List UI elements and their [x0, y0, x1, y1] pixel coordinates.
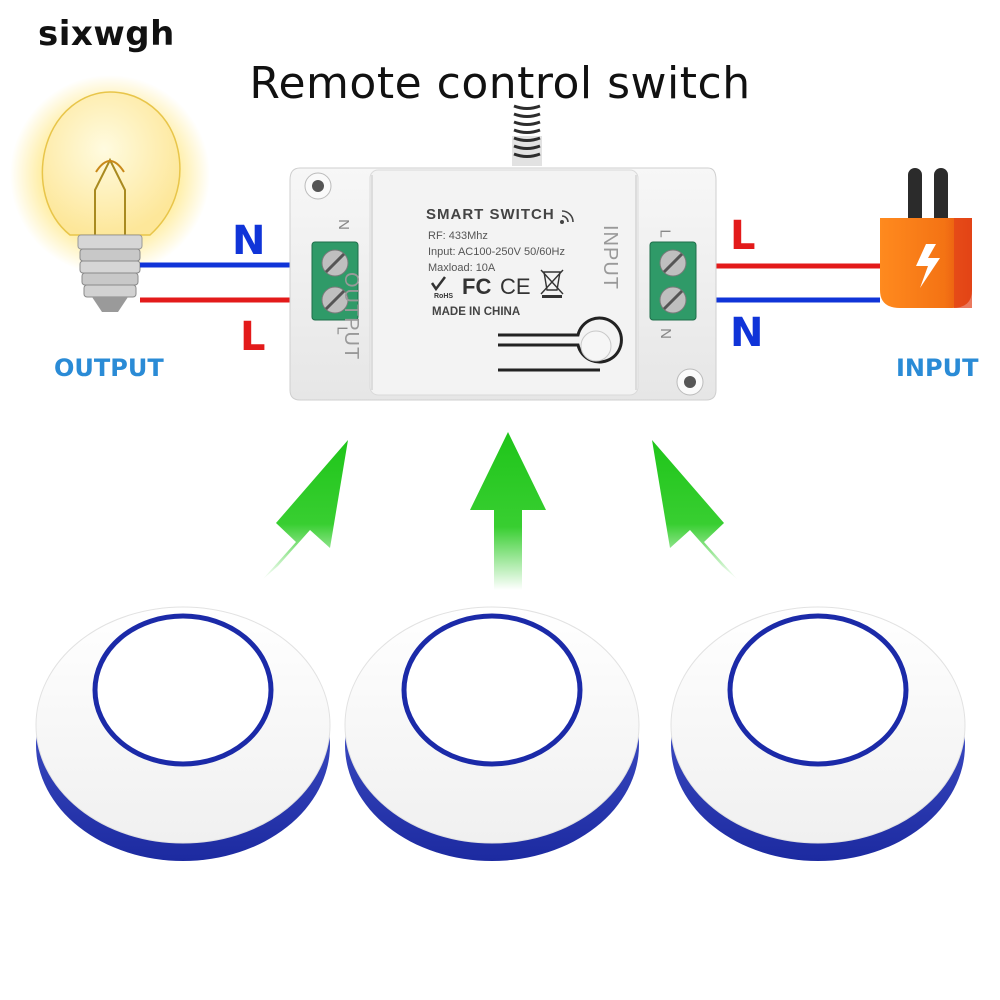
- relay-input-side-text: INPUT: [599, 225, 621, 290]
- relay-switch-body: [289, 167, 717, 401]
- wireless-remote-left: [35, 606, 331, 861]
- antenna-icon: [512, 104, 542, 166]
- relay-brand-text: SMART SWITCH: [426, 206, 555, 223]
- input-label: INPUT: [896, 354, 979, 382]
- rohs-mark: RoHS: [434, 293, 454, 300]
- output-label: OUTPUT: [54, 354, 164, 382]
- relay-made-in: MADE IN CHINA: [432, 306, 521, 318]
- wifi-signal-icon: [560, 210, 574, 224]
- relay-spec-load: Maxload: 10A: [428, 262, 496, 274]
- right-wire-top-label: L: [730, 213, 756, 259]
- brand-logo: sixwgh: [38, 14, 175, 54]
- ce-mark: CE: [500, 274, 531, 299]
- left-wire-top-label: N: [232, 218, 266, 264]
- left-wire-bottom-label: L: [240, 314, 266, 360]
- terminal-left-top: N: [334, 219, 352, 230]
- signal-arrow-left: [262, 440, 348, 580]
- terminal-left-bottom: L: [333, 326, 351, 335]
- certification-marks: [430, 269, 564, 298]
- wireless-remote-center: [344, 606, 640, 861]
- fc-mark: FC: [462, 274, 492, 299]
- light-bulb-icon: [10, 75, 210, 312]
- signal-arrow-center: [470, 432, 546, 590]
- signal-arrow-right: [652, 440, 738, 580]
- relay-output-side-text: OUTPUT: [340, 272, 362, 361]
- power-plug-icon: [880, 168, 972, 308]
- relay-spec-rf: RF: 433Mhz: [428, 230, 488, 242]
- diagram-title: Remote control switch: [249, 58, 751, 109]
- relay-spec-input: Input: AC100-250V 50/60Hz: [428, 246, 565, 258]
- terminal-right-bottom: N: [656, 328, 674, 339]
- right-wire-bottom-label: N: [730, 310, 764, 356]
- wireless-remote-right: [670, 606, 966, 861]
- terminal-right-top: L: [656, 229, 674, 238]
